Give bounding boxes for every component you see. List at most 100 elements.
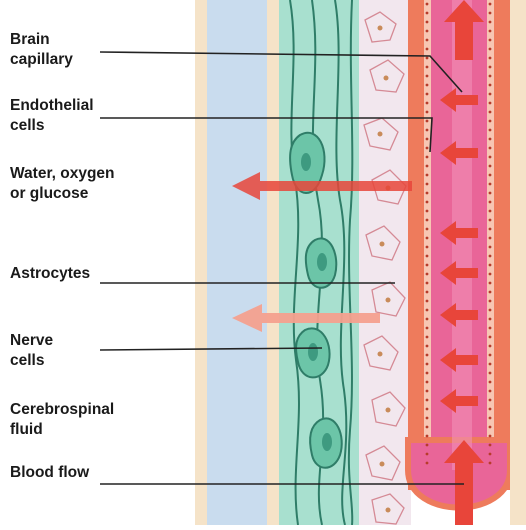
junction-dot <box>489 183 492 186</box>
junction-dot <box>426 264 429 267</box>
junction-dot <box>489 444 492 447</box>
junction-dot <box>426 291 429 294</box>
junction-dot <box>426 381 429 384</box>
junction-dot <box>426 93 429 96</box>
junction-dot <box>426 174 429 177</box>
junction-dot <box>426 165 429 168</box>
junction-dot <box>489 300 492 303</box>
junction-dot <box>426 327 429 330</box>
label-line: Blood flow <box>10 463 89 483</box>
label-endothelial-cells: Endothelial cells <box>10 96 94 136</box>
label-line: capillary <box>10 50 73 70</box>
junction-dot <box>489 21 492 24</box>
junction-dot <box>489 462 492 465</box>
junction-dot <box>489 408 492 411</box>
junction-dot <box>426 363 429 366</box>
junction-dot <box>489 165 492 168</box>
junction-dot <box>489 282 492 285</box>
junction-dot <box>426 336 429 339</box>
junction-dot <box>489 336 492 339</box>
junction-dot <box>426 408 429 411</box>
junction-dot <box>489 417 492 420</box>
endothelium-right-membrane <box>487 0 494 490</box>
junction-dot <box>489 210 492 213</box>
csf-inner-membrane <box>267 0 279 525</box>
junction-dot <box>426 444 429 447</box>
junction-dot <box>426 48 429 51</box>
junction-dot <box>489 30 492 33</box>
junction-dot <box>489 381 492 384</box>
junction-dot <box>426 138 429 141</box>
junction-dot <box>489 237 492 240</box>
junction-dot <box>426 210 429 213</box>
endothelium-left <box>408 0 424 490</box>
junction-dot <box>426 318 429 321</box>
junction-dot <box>426 129 429 132</box>
junction-dot <box>426 453 429 456</box>
junction-dot <box>426 201 429 204</box>
junction-dot <box>489 453 492 456</box>
junction-dot <box>489 39 492 42</box>
junction-dot <box>489 255 492 258</box>
label-line: fluid <box>10 420 114 440</box>
junction-dot <box>426 372 429 375</box>
junction-dot <box>489 372 492 375</box>
csf-band <box>207 0 267 525</box>
junction-dot <box>426 399 429 402</box>
junction-dot <box>426 111 429 114</box>
label-brain-capillary: Brain capillary <box>10 30 73 70</box>
junction-dot <box>426 246 429 249</box>
junction-dot <box>489 66 492 69</box>
junction-dot <box>489 201 492 204</box>
junction-dot <box>426 273 429 276</box>
junction-dot <box>489 426 492 429</box>
label-nerve-cells: Nerve cells <box>10 331 53 371</box>
junction-dot <box>489 120 492 123</box>
junction-dot <box>489 57 492 60</box>
junction-dot <box>489 363 492 366</box>
junction-dot <box>489 48 492 51</box>
junction-dot <box>426 219 429 222</box>
junction-dot <box>426 309 429 312</box>
junction-dot <box>489 156 492 159</box>
junction-dot <box>426 75 429 78</box>
junction-dot <box>489 327 492 330</box>
junction-dot <box>489 399 492 402</box>
junction-dot <box>489 174 492 177</box>
label-line: or glucose <box>10 184 115 204</box>
junction-dot <box>489 138 492 141</box>
label-astrocytes: Astrocytes <box>10 264 90 284</box>
junction-dot <box>426 147 429 150</box>
junction-dot <box>426 255 429 258</box>
label-line: Endothelial <box>10 96 94 116</box>
label-line: Brain <box>10 30 73 50</box>
junction-dot <box>426 426 429 429</box>
junction-dot <box>426 354 429 357</box>
junction-dot <box>489 318 492 321</box>
junction-dot <box>426 12 429 15</box>
junction-dot <box>489 435 492 438</box>
junction-dot <box>426 417 429 420</box>
junction-dot <box>426 462 429 465</box>
junction-dot <box>426 156 429 159</box>
junction-dot <box>426 30 429 33</box>
junction-dot <box>489 129 492 132</box>
label-line: Water, oxygen <box>10 164 115 184</box>
junction-dot <box>426 345 429 348</box>
junction-dot <box>489 93 492 96</box>
junction-dot <box>426 390 429 393</box>
junction-dot <box>426 84 429 87</box>
junction-dot <box>426 21 429 24</box>
junction-dot <box>426 57 429 60</box>
junction-dot <box>489 3 492 6</box>
junction-dot <box>426 300 429 303</box>
label-transported-substances: Water, oxygen or glucose <box>10 164 115 204</box>
junction-dot <box>489 111 492 114</box>
junction-dot <box>489 228 492 231</box>
junction-dot <box>489 291 492 294</box>
junction-dot <box>426 237 429 240</box>
label-blood-flow: Blood flow <box>10 463 89 483</box>
outer-capillary-membrane <box>510 0 526 525</box>
